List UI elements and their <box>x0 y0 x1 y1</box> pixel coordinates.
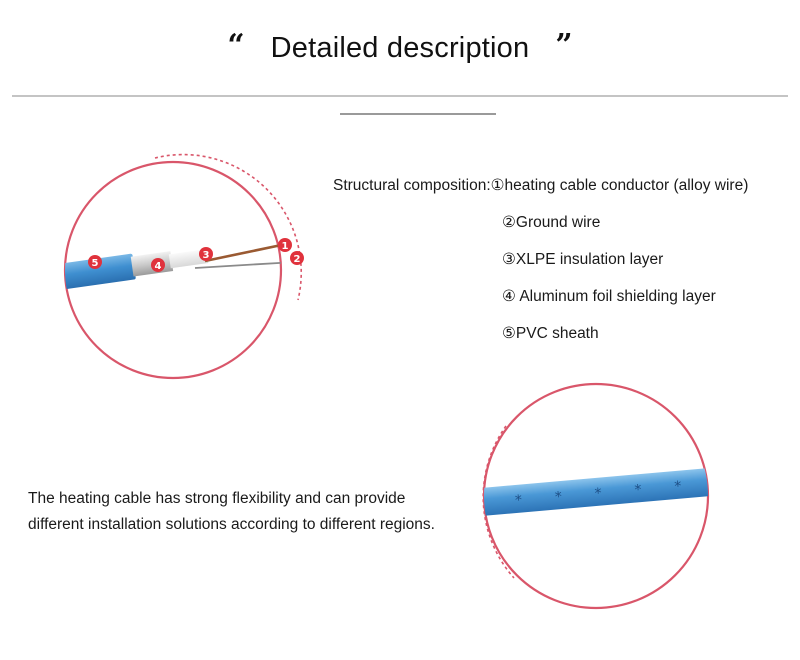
pvc-sheath-shape <box>65 253 136 291</box>
composition-item-ground-wire: ②Ground wire <box>502 214 601 231</box>
marker-3: 3 <box>199 247 213 261</box>
flexible-cable-image: * * * * * <box>482 382 710 610</box>
marker-2: 2 <box>290 251 304 265</box>
composition-row-2: ②Ground wire <box>333 211 793 248</box>
page-title: Detailed description <box>270 31 530 64</box>
cable-structure-image: 5 4 3 1 2 <box>63 153 304 380</box>
flexibility-line-2: different installation solutions accordi… <box>28 516 435 533</box>
svg-text:*: * <box>674 479 682 496</box>
marker-5-dot <box>88 255 102 269</box>
marker-4-dot <box>151 258 165 272</box>
marker-2-label: 2 <box>294 254 301 265</box>
composition-item-conductor: ①heating cable conductor (alloy wire) <box>490 177 749 194</box>
cable-print-marks: * * * * * <box>514 479 682 509</box>
composition-item-pvc-sheath: ⑤PVC sheath <box>502 325 599 342</box>
close-quote: ” <box>555 28 573 63</box>
marker-5: 5 <box>88 255 102 269</box>
marker-1-dot <box>278 238 292 252</box>
composition-row-3: ③XLPE insulation layer <box>333 248 793 285</box>
marker-1-label: 1 <box>282 241 289 252</box>
marker-2-dot <box>290 251 304 265</box>
structural-composition: Structural composition: ①heating cable c… <box>333 174 793 359</box>
blue-cable-shape <box>484 467 708 517</box>
composition-row-4: ④ Aluminum foil shielding layer <box>333 285 793 322</box>
header-divider <box>12 95 788 97</box>
composition-item-xlpe: ③XLPE insulation layer <box>502 251 664 268</box>
xlpe-layer-shape <box>168 249 209 269</box>
marker-5-label: 5 <box>92 258 99 269</box>
composition-row-1: Structural composition: ①heating cable c… <box>333 174 793 211</box>
composition-item-aluminum-foil: ④ Aluminum foil shielding layer <box>502 288 716 305</box>
dashed-arc <box>154 153 303 301</box>
flexibility-line-1: The heating cable has strong flexibility… <box>28 490 406 507</box>
cable-structure-figure: 5 4 3 1 2 <box>55 150 340 390</box>
svg-text:*: * <box>514 492 522 509</box>
header-underline <box>340 113 496 115</box>
flexibility-description: The heating cable has strong flexibility… <box>28 486 468 538</box>
svg-text:*: * <box>554 489 562 506</box>
svg-text:*: * <box>594 486 602 503</box>
marker-3-label: 3 <box>203 250 210 261</box>
marker-4-label: 4 <box>155 261 162 272</box>
marker-1: 1 <box>278 238 292 252</box>
ground-wire-shape <box>194 261 281 269</box>
marker-4: 4 <box>151 258 165 272</box>
flexible-cable-figure: * * * * * <box>460 378 720 618</box>
marker-3-dot <box>199 247 213 261</box>
composition-label: Structural composition: <box>333 177 491 194</box>
open-quote: “ <box>227 28 245 63</box>
composition-row-5: ⑤PVC sheath <box>333 322 793 359</box>
title-row: “ Detailed description ” <box>0 22 800 74</box>
svg-text:*: * <box>634 482 642 499</box>
conductor-wire-shape <box>204 241 281 263</box>
